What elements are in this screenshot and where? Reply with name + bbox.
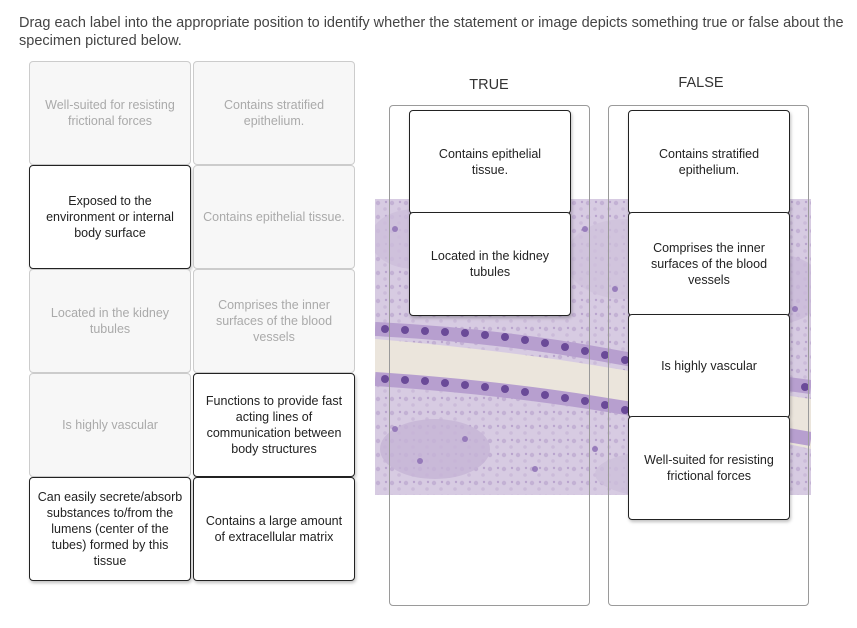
bank-label-draggable[interactable]: Contains a large amount of extracellular… (193, 477, 355, 581)
bank-label: Is highly vascular (29, 373, 191, 477)
false-placed-label[interactable]: Is highly vascular (628, 314, 790, 418)
false-placed-label[interactable]: Comprises the inner surfaces of the bloo… (628, 212, 790, 316)
bank-label: Located in the kidney tubules (29, 269, 191, 373)
false-placed-label[interactable]: Well-suited for resisting frictional for… (628, 416, 790, 520)
false-drop-column[interactable] (608, 105, 809, 606)
true-placed-label[interactable]: Located in the kidney tubules (409, 212, 571, 316)
instructions-text: Drag each label into the appropriate pos… (19, 15, 844, 49)
bank-label: Contains stratified epithelium. (193, 61, 355, 165)
true-placed-label[interactable]: Contains epithelial tissue. (409, 110, 571, 214)
label-bank: Well-suited for resisting frictional for… (29, 61, 355, 583)
bank-label: Well-suited for resisting frictional for… (29, 61, 191, 165)
bank-label-draggable[interactable]: Functions to provide fast acting lines o… (193, 373, 355, 477)
true-drop-column[interactable] (389, 105, 590, 606)
bank-label-draggable[interactable]: Can easily secrete/absorb substances to/… (29, 477, 191, 581)
bank-label: Comprises the inner surfaces of the bloo… (193, 269, 355, 373)
bank-label: Contains epithelial tissue. (193, 165, 355, 269)
true-column-heading: TRUE (469, 77, 509, 93)
false-placed-label[interactable]: Contains stratified epithelium. (628, 110, 790, 214)
false-column-heading: FALSE (678, 75, 724, 91)
bank-label-draggable[interactable]: Exposed to the environment or internal b… (29, 165, 191, 269)
